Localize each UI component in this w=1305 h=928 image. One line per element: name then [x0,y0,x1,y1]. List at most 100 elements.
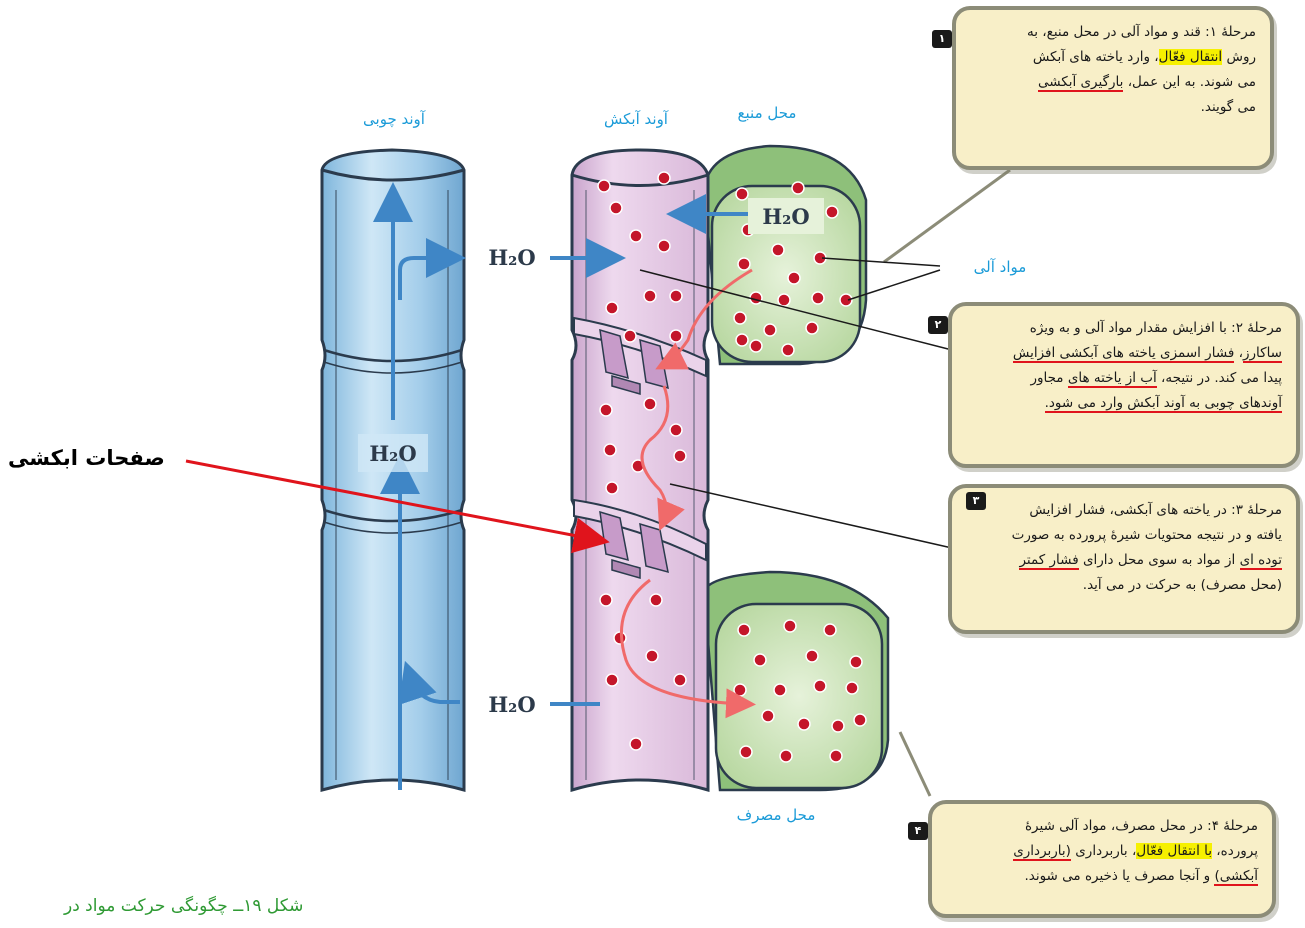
step-4-line: مرحلهٔ ۴: در محل مصرف، مواد آلی شیرهٔ [946,814,1258,839]
organic-particle [814,680,826,692]
step-3-text-segment: مرحلهٔ ۳: در یاخته های آبکشی، فشار افزای… [1029,502,1282,518]
organic-particle [734,312,746,324]
xylem-water-label: H₂O [369,441,416,466]
step-3-text-segment: از مواد به سوی محل دارای [1079,552,1240,568]
step-2-text-segment: ساکارز [1243,345,1282,363]
callout3-leader [670,484,952,548]
organic-particle [670,290,682,302]
step-2-text-segment: آوندهای چوبی به آوند آبکش وارد می شود. [1045,395,1282,413]
step-2-text-segment: فشار اسمزی یاخته های آبکشی افزایش [1013,345,1234,363]
organic-particle [670,330,682,342]
organic-particle [606,302,618,314]
organic-particle [658,240,670,252]
lateral-water-label-top: H₂O [488,245,535,270]
organic-particle [606,482,618,494]
organic-particle [606,674,618,686]
organic-particle [778,294,790,306]
organic-particle [792,182,804,194]
step-4-text-segment: با انتقال فعّال [1136,843,1212,859]
organic-matter-label: مواد آلی [974,258,1027,276]
xylem-label: آوند چوبی [363,110,426,128]
organic-particle [806,650,818,662]
step-2-text-segment: ، [1234,345,1243,361]
step-1-line: مرحلهٔ ۱: قند و مواد آلی در محل منبع، به [970,20,1256,45]
step-1-text-segment: می شوند. به این عمل، [1123,74,1256,90]
step-4-text-segment: آبکشی) [1214,868,1258,886]
organic-particle [658,172,670,184]
step-2-line: آوندهای چوبی به آوند آبکش وارد می شود. [966,391,1282,416]
step-4-line: پرورده، با انتقال فعّال، باربرداری (بارب… [946,839,1258,864]
organic-particle [740,746,752,758]
step-3-line: (محل مصرف) به حرکت در می آید. [966,573,1282,598]
step-4-text-segment: مرحلهٔ ۴: در محل مصرف، مواد آلی شیرهٔ [1025,818,1258,834]
step-2-callout: مرحلهٔ ۲: با افزایش مقدار مواد آلی و به … [948,302,1300,468]
step-1-callout: مرحلهٔ ۱: قند و مواد آلی در محل منبع، به… [952,6,1274,170]
step-3-text-segment: یافته و در نتیجه محتویات شیرهٔ پرورده به… [1012,527,1282,543]
organic-particle [650,594,662,606]
step-1-line: روش انتقال فعّال، وارد یاخته های آبکش [970,45,1256,70]
step-3-callout: مرحلهٔ ۳: در یاخته های آبکشی، فشار افزای… [948,484,1300,634]
organic-particle [674,674,686,686]
callout4-leader [900,732,930,796]
step-4-line: آبکشی) و آنجا مصرف یا ذخیره می شوند. [946,864,1258,889]
organic-particle [782,344,794,356]
step-3-text-segment: (محل مصرف) به حرکت در می آید. [1083,577,1282,593]
step-3-line: توده ای از مواد به سوی محل دارای فشار کم… [966,548,1282,573]
step-4-text-segment: و آنجا مصرف یا ذخیره می شوند. [1024,868,1214,884]
organic-particle [600,594,612,606]
organic-particle [772,244,784,256]
organic-particle [754,654,766,666]
organic-particle [610,202,622,214]
organic-particle [784,620,796,632]
step-2-text-segment: مرحلهٔ ۲: با افزایش مقدار مواد آلی و به … [1030,320,1282,336]
organic-particle [806,322,818,334]
sink-label: محل مصرف [737,806,816,824]
step-2-line: ساکارز، فشار اسمزی یاخته های آبکشی افزای… [966,341,1282,366]
organic-particle [764,324,776,336]
organic-particle [734,684,746,696]
organic-particle [830,750,842,762]
organic-particle [846,682,858,694]
sink-cell [704,572,888,790]
callout1-leader [884,170,1010,262]
organic-particle [598,180,610,192]
step-1-text-segment: روش [1222,49,1256,65]
step-2-text-segment: مجاور [1030,370,1067,386]
organic-particle [854,714,866,726]
organic-particle [670,424,682,436]
step-2-text-segment: آب از یاخته های [1068,370,1157,388]
source-label: محل منبع [738,104,797,122]
step-1-line: می شوند. به این عمل، بارگیری آبکشی [970,70,1256,95]
organic-particle [798,718,810,730]
organic-particle [736,334,748,346]
step-3-text-segment: فشار کمتر [1019,552,1078,570]
step-4-callout: مرحلهٔ ۴: در محل مصرف، مواد آلی شیرهٔ پرو… [928,800,1276,918]
step-1-text-segment: بارگیری آبکشی [1038,74,1123,92]
step-1-text-segment: ، وارد یاخته های آبکش [1033,49,1159,65]
organic-particle [850,656,862,668]
source-cell [704,146,866,364]
step-2-number-badge: ۲ [928,316,948,334]
step-1-text-segment: انتقال فعّال [1159,49,1223,65]
organic-particle [824,624,836,636]
step-3-line: یافته و در نتیجه محتویات شیرهٔ پرورده به… [966,523,1282,548]
organic-particle [774,684,786,696]
organic-particle [604,444,616,456]
step-4-text-segment: ، باربرداری [1071,843,1136,859]
sieve-plates-label: صفحات ابکشی [8,446,165,470]
phloem-label: آوند آبکش [604,110,669,128]
organic-particle [736,188,748,200]
step-1-text-segment: می گویند. [1201,99,1256,115]
step-3-text-segment: توده ای [1240,552,1282,570]
organic-particle [738,258,750,270]
organic-particle [762,710,774,722]
organic-particle [826,206,838,218]
organic-particle [674,450,686,462]
organic-particle [750,340,762,352]
step-3-line: مرحلهٔ ۳: در یاخته های آبکشی، فشار افزای… [966,498,1282,523]
step-4-number-badge: ۴ [908,822,928,840]
source-water-label: H₂O [762,204,809,229]
organic-particle [624,330,636,342]
step-4-text-segment: (باربرداری [1013,843,1071,861]
organic-particle [644,398,656,410]
